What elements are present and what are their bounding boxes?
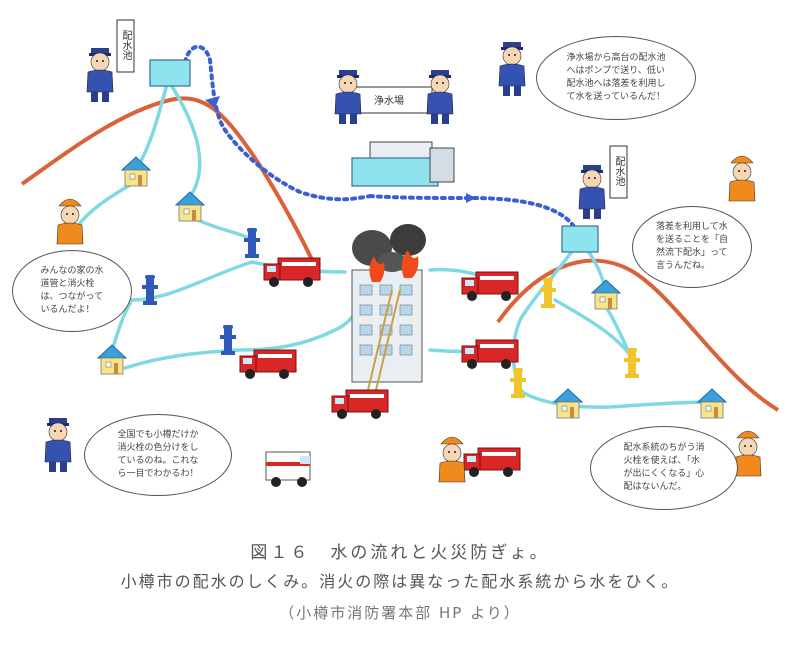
bubble-left-mid-line-2: 道管と消火栓 bbox=[40, 279, 95, 289]
bubble-right-mid-line-4: 言うんだね。 bbox=[655, 261, 710, 271]
bubble-right-bottom-line-2: 火栓を使えば、「水 bbox=[623, 456, 700, 466]
firefighter-top-right bbox=[728, 155, 756, 202]
right-reservoir-label: 配水池 bbox=[613, 156, 625, 186]
officer-left-bottom bbox=[44, 417, 72, 473]
fire-truck-1 bbox=[263, 257, 321, 288]
bubble-left-bottom-line-1: 全国でも小樽だけか bbox=[117, 430, 199, 440]
figure-caption-description: 小樽市の配水のしくみ。消火の際は異なった配水系統から水をひく。 bbox=[120, 572, 680, 591]
purification-plant-building bbox=[351, 141, 455, 187]
ladder-truck bbox=[331, 389, 389, 420]
right-reservoir-sign bbox=[609, 145, 628, 199]
left-reservoir-sign bbox=[116, 19, 135, 73]
ladder bbox=[367, 289, 401, 391]
burning-building bbox=[351, 269, 423, 383]
bubble-top-right-line-1: 浄水場から高台の配水池 bbox=[566, 53, 666, 63]
house-3 bbox=[97, 344, 127, 375]
bubble-left-mid-line-4: いるんだよ！ bbox=[40, 305, 95, 315]
house-1 bbox=[121, 156, 151, 187]
officer-purification-left bbox=[334, 69, 362, 125]
bubble-right-bottom-line-3: が出にくくなる」心 bbox=[623, 469, 705, 479]
left-hill-line bbox=[20, 96, 314, 261]
officer-right-reservoir bbox=[578, 164, 606, 220]
bubble-top-right-line-2: へはポンプで送り、低い bbox=[566, 66, 665, 76]
pump-route-arrow-right bbox=[466, 193, 476, 203]
firefighter-right-bottom bbox=[734, 430, 762, 477]
house-5 bbox=[553, 388, 583, 419]
bubble-left-bottom: 全国でも小樽だけか 消火栓の色分けをし ているのね。これな ら一目でわかるわ！ bbox=[84, 414, 232, 496]
left-reservoir-label: 配水池 bbox=[120, 30, 132, 60]
house-2 bbox=[175, 191, 205, 222]
bubble-left-bottom-line-4: ら一目でわかるわ！ bbox=[117, 469, 199, 479]
bubble-left-bottom-line-3: ているのね。これな bbox=[117, 456, 199, 466]
bubble-right-bottom-line-1: 配水系統のちがう消 bbox=[623, 443, 705, 453]
bubble-right-mid-line-1: 落差を利用して水 bbox=[655, 222, 728, 232]
figure-caption-title: 図１６ 水の流れと火災防ぎょ。 bbox=[250, 543, 550, 563]
purification-label: 浄水場 bbox=[374, 94, 404, 107]
left-reservoir-tank bbox=[149, 59, 191, 87]
hydrant-blue-1 bbox=[244, 228, 260, 258]
hydrant-yellow-1 bbox=[540, 278, 556, 308]
officer-left-top bbox=[86, 47, 114, 103]
bubble-left-mid-line-1: みんなの家の水 bbox=[40, 266, 104, 276]
ambulance bbox=[265, 451, 311, 487]
firefighter-left bbox=[56, 198, 84, 245]
bubble-right-mid-line-3: 然流下配水」って bbox=[655, 248, 728, 258]
bubble-left-mid-line-3: は、つながって bbox=[40, 292, 104, 302]
right-hill-line bbox=[496, 258, 780, 412]
bubble-left-mid: みんなの家の水 道管と消火栓 は、つながって いるんだよ！ bbox=[12, 250, 132, 332]
bubble-top-right-line-3: 配水池へは落差を利用し bbox=[566, 79, 666, 89]
firefighter-small-bottom bbox=[438, 436, 466, 483]
bubble-top-right-line-4: て水を送っているんだ！ bbox=[566, 92, 666, 102]
fire-truck-3 bbox=[461, 271, 519, 302]
bubble-right-bottom: 配水系統のちがう消 火栓を使えば、「水 が出にくくなる」心 配はないんだ。 bbox=[590, 426, 738, 510]
bubble-right-mid-line-2: を送ることを「自 bbox=[655, 235, 728, 245]
officer-purification-right bbox=[426, 69, 454, 125]
fire-truck-4 bbox=[461, 339, 519, 370]
bubble-left-bottom-line-2: 消火栓の色分けをし bbox=[117, 443, 199, 453]
bubble-top-right: 浄水場から高台の配水池 へはポンプで送り、低い 配水池へは落差を利用し て水を送… bbox=[536, 36, 696, 120]
bubble-right-bottom-line-4: 配はないんだ。 bbox=[623, 482, 687, 492]
fire-truck-2 bbox=[239, 349, 297, 380]
smoke-and-fire bbox=[352, 224, 426, 282]
pump-route-arrow-left bbox=[205, 96, 220, 108]
house-6 bbox=[697, 388, 727, 419]
figure-caption-source: （小樽市消防署本部 HP より） bbox=[279, 604, 521, 622]
officer-top-right bbox=[498, 41, 526, 97]
pump-truck bbox=[463, 447, 521, 478]
bubble-right-mid: 落差を利用して水 を送ることを「自 然流下配水」って 言うんだね。 bbox=[632, 206, 752, 288]
house-4 bbox=[591, 279, 621, 310]
right-reservoir-tank bbox=[561, 225, 599, 253]
